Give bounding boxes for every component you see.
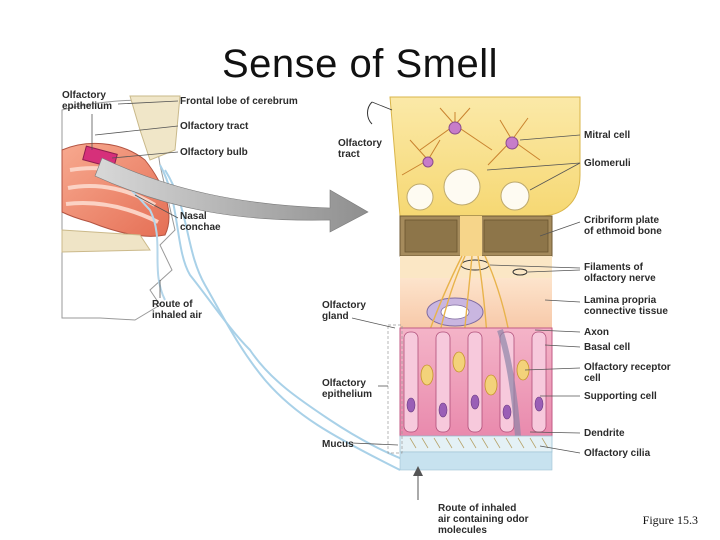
label-route-inhaled-air: Route of inhaled air [152,299,203,321]
label-supporting-cell: Supporting cell [584,391,657,402]
label-olfactory-epithelium-mid: Olfactory epithelium [322,378,373,400]
label-cribriform-plate: Cribriform plate of ethmoid bone [584,215,662,237]
slide-title: Sense of Smell [221,42,499,86]
label-frontal-lobe: Frontal lobe of cerebrum [180,96,298,107]
label-glomeruli: Glomeruli [584,158,631,169]
label-basal-cell: Basal cell [584,342,631,353]
label-olfactory-cilia: Olfactory cilia [584,448,651,459]
figure-caption: Figure 15.3 [642,513,698,527]
label-mucus: Mucus [322,439,354,450]
label-olfactory-bulb: Olfactory bulb [180,147,248,158]
label-olfactory-tract-center: Olfactory tract [338,138,382,160]
label-olfactory-gland: Olfactory gland [322,300,366,322]
olfactory-detail [351,96,581,500]
label-lamina-propria: Lamina propria connective tissue [584,295,668,317]
label-olfactory-epithelium-top: Olfactory epithelium [62,90,113,112]
label-route-odor: Route of inhaled air containing odor mol… [438,503,529,536]
label-mitral-cell: Mitral cell [584,130,631,141]
label-axon: Axon [584,327,609,338]
label-dendrite: Dendrite [584,428,625,439]
zoom-arrow [94,157,369,233]
label-nasal-conchae: Nasal conchae [180,211,221,233]
label-filaments: Filaments of olfactory nerve [584,262,656,284]
label-olfactory-tract-left: Olfactory tract [180,121,249,132]
label-receptor-cell: Olfactory receptor cell [584,362,671,384]
